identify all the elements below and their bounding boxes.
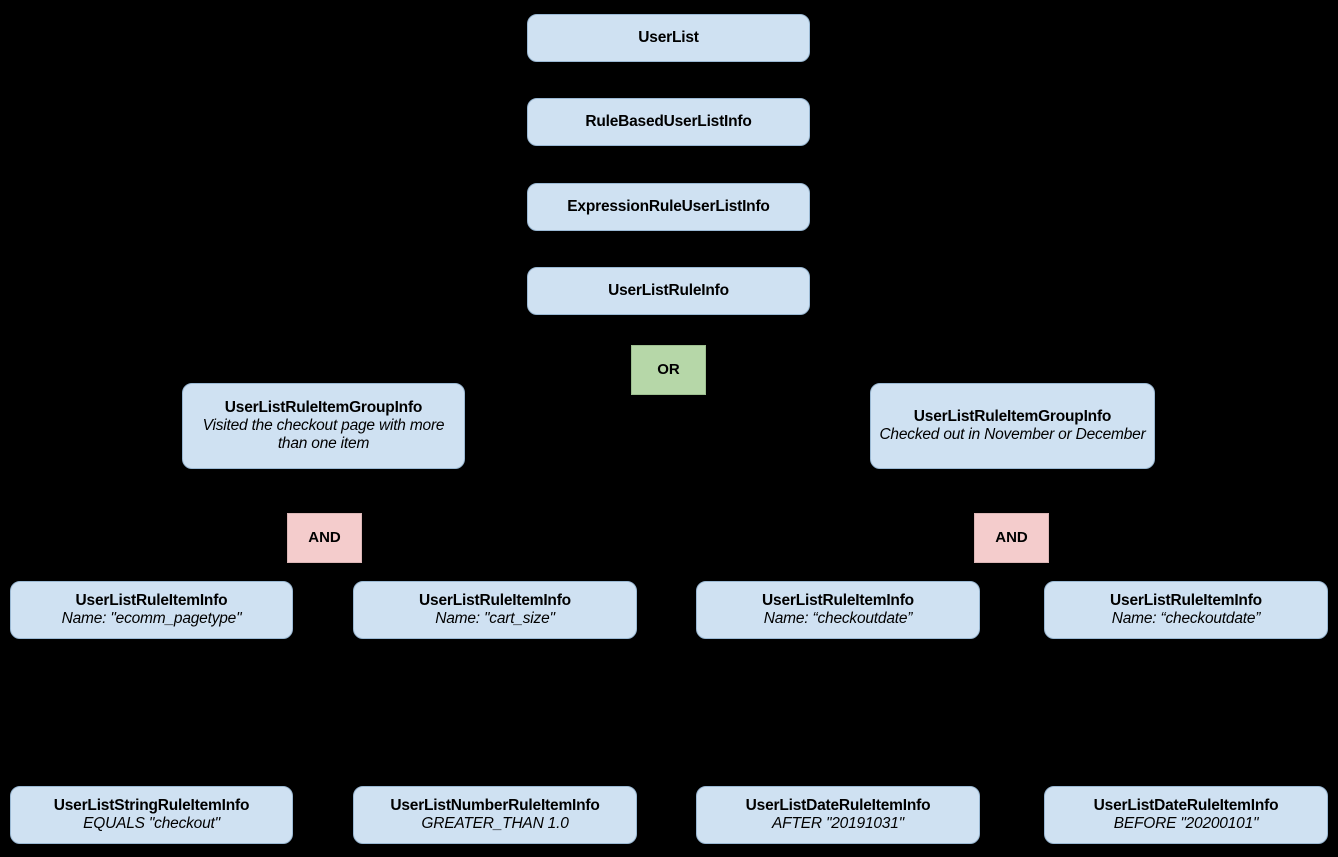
node-user-list-rule-info-title: UserListRuleInfo: [608, 282, 729, 300]
node-item-1-subtitle: Name: "ecomm_pagetype": [61, 610, 242, 627]
node-user-list-rule-info[interactable]: UserListRuleInfo: [527, 267, 810, 315]
node-expression-rule-user-list-info-title: ExpressionRuleUserListInfo: [567, 198, 770, 216]
edge-and-left-to-item1: [150, 562, 301, 582]
node-item-4[interactable]: UserListRuleItemInfo Name: “checkoutdate…: [1044, 581, 1328, 639]
node-and-left-label: AND: [308, 529, 341, 547]
node-group-right[interactable]: UserListRuleItemGroupInfo Checked out in…: [870, 383, 1155, 469]
node-leaf-1[interactable]: UserListStringRuleItemInfo EQUALS "check…: [10, 786, 293, 844]
node-rule-based-user-list-info-title: RuleBasedUserListInfo: [585, 113, 752, 131]
node-item-2-subtitle: Name: "cart_size": [435, 610, 555, 627]
node-item-1[interactable]: UserListRuleItemInfo Name: "ecomm_pagety…: [10, 581, 293, 639]
node-item-3[interactable]: UserListRuleItemInfo Name: “checkoutdate…: [696, 581, 980, 639]
node-leaf-3[interactable]: UserListDateRuleItemInfo AFTER "20191031…: [696, 786, 980, 844]
node-leaf-3-subtitle: AFTER "20191031": [772, 815, 904, 832]
node-leaf-4-title: UserListDateRuleItemInfo: [1093, 797, 1279, 815]
node-leaf-4[interactable]: UserListDateRuleItemInfo BEFORE "2020010…: [1044, 786, 1328, 844]
node-leaf-1-subtitle: EQUALS "checkout": [83, 815, 220, 832]
node-group-left[interactable]: UserListRuleItemGroupInfo Visited the ch…: [182, 383, 465, 469]
node-item-4-subtitle: Name: “checkoutdate”: [1111, 610, 1261, 627]
node-item-2-title: UserListRuleItemInfo: [419, 592, 571, 610]
node-leaf-2-subtitle: GREATER_THAN 1.0: [421, 815, 569, 832]
node-item-1-title: UserListRuleItemInfo: [75, 592, 228, 610]
node-and-right-label: AND: [995, 529, 1028, 547]
edge-or-to-group-right: [699, 349, 1001, 384]
node-leaf-2[interactable]: UserListNumberRuleItemInfo GREATER_THAN …: [353, 786, 637, 844]
edge-and-right-to-item4: [1035, 562, 1187, 582]
node-leaf-3-title: UserListDateRuleItemInfo: [745, 797, 931, 815]
node-user-list-title: UserList: [638, 29, 699, 47]
node-group-left-title: UserListRuleItemGroupInfo: [224, 399, 423, 417]
node-item-3-subtitle: Name: “checkoutdate”: [763, 610, 913, 627]
node-rule-based-user-list-info[interactable]: RuleBasedUserListInfo: [527, 98, 810, 146]
node-item-4-title: UserListRuleItemInfo: [1110, 592, 1262, 610]
node-leaf-4-subtitle: BEFORE "20200101": [1113, 815, 1259, 832]
node-expression-rule-user-list-info[interactable]: ExpressionRuleUserListInfo: [527, 183, 810, 231]
node-group-left-subtitle: Visited the checkout page with more than…: [202, 417, 445, 452]
node-leaf-2-title: UserListNumberRuleItemInfo: [390, 797, 600, 815]
edge-or-to-group-left: [339, 349, 641, 384]
node-group-right-title: UserListRuleItemGroupInfo: [913, 408, 1112, 426]
node-or-operator-label: OR: [657, 361, 680, 379]
node-item-3-title: UserListRuleItemInfo: [762, 592, 914, 610]
node-and-left[interactable]: AND: [287, 513, 362, 563]
edge-and-right-to-item3: [837, 562, 989, 582]
node-group-right-subtitle: Checked out in November or December: [879, 426, 1146, 443]
node-item-2[interactable]: UserListRuleItemInfo Name: "cart_size": [353, 581, 637, 639]
node-user-list[interactable]: UserList: [527, 14, 810, 62]
node-or-operator[interactable]: OR: [631, 345, 706, 395]
edge-and-left-to-item2: [347, 562, 496, 582]
node-leaf-1-title: UserListStringRuleItemInfo: [53, 797, 250, 815]
node-and-right[interactable]: AND: [974, 513, 1049, 563]
